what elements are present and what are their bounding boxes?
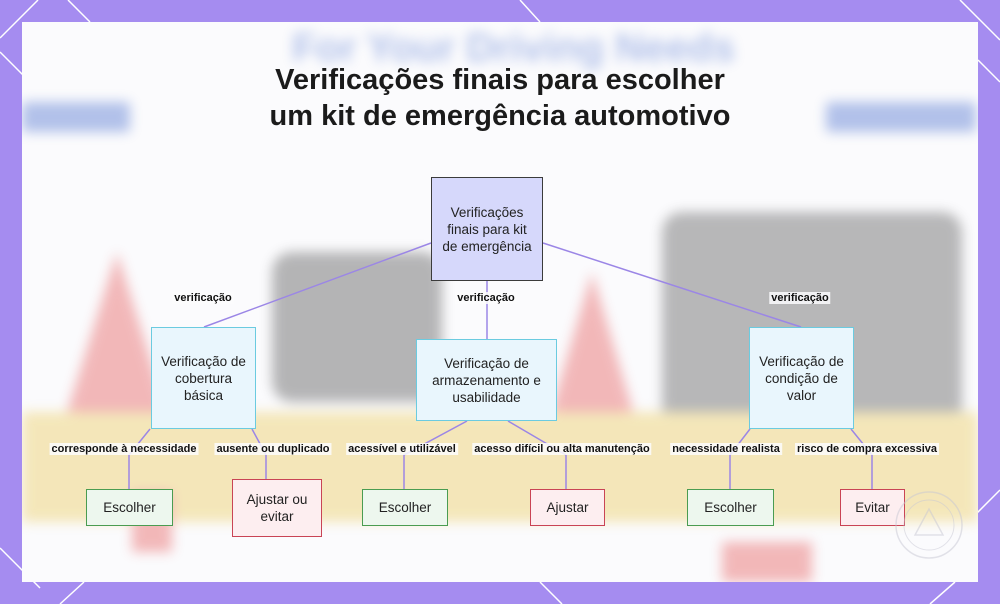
outcome-label: Ajustar [546, 500, 589, 515]
outcome-label: Escolher [378, 500, 432, 515]
outcome-choose: Escolher [86, 489, 173, 526]
root-label: Verificações finais para kit de emergênc… [442, 204, 532, 254]
check-node: Verificação de armazenamento e usabilida… [416, 339, 557, 421]
outcome-label: Escolher [103, 500, 156, 515]
outcome-choose: Escolher [362, 489, 448, 526]
root-node: Verificações finais para kit de emergênc… [431, 177, 543, 281]
connector [403, 420, 468, 489]
outcome-adjust-or-avoid: Ajustar ou evitar [232, 479, 322, 537]
outcome-label: Ajustar ou evitar [246, 492, 308, 524]
edge-label: verificação [769, 292, 831, 304]
outcome-label: Evitar [855, 500, 890, 515]
edge-label: acesso difícil ou alta manutenção [472, 443, 652, 455]
check-label: Verificação de armazenamento e usabilida… [432, 355, 541, 405]
background-text: For Your Driving Needs [292, 26, 736, 70]
check-node: Verificação de cobertura básica [151, 327, 256, 429]
connector [251, 428, 267, 479]
connector [850, 428, 873, 489]
edge-label: risco de compra excessiva [794, 443, 940, 455]
connector [203, 242, 432, 328]
check-label: Verificação de condição de valor [759, 353, 844, 403]
check-label: Verificação de cobertura básica [161, 353, 246, 403]
diagram-title: Verificações finais para escolher um kit… [269, 64, 731, 132]
connector [542, 242, 802, 328]
edge-label: verificação [172, 292, 234, 304]
edge-label: ausente ou duplicado [214, 443, 332, 455]
connector [729, 428, 751, 489]
connector [507, 420, 567, 489]
connector [128, 428, 151, 489]
check-node: Verificação de condição de valor [749, 327, 854, 429]
edge-label: corresponde à necessidade [49, 443, 199, 455]
edge-label: verificação [455, 292, 517, 304]
outcome-label: Escolher [704, 500, 757, 515]
edge-label: necessidade realista [670, 443, 782, 455]
outcome-adjust: Ajustar [530, 489, 605, 526]
watermark-seal-icon [895, 491, 963, 559]
edge-label: acessível e utilizável [346, 443, 458, 455]
outcome-choose: Escolher [687, 489, 774, 526]
outcome-avoid: Evitar [840, 489, 905, 526]
